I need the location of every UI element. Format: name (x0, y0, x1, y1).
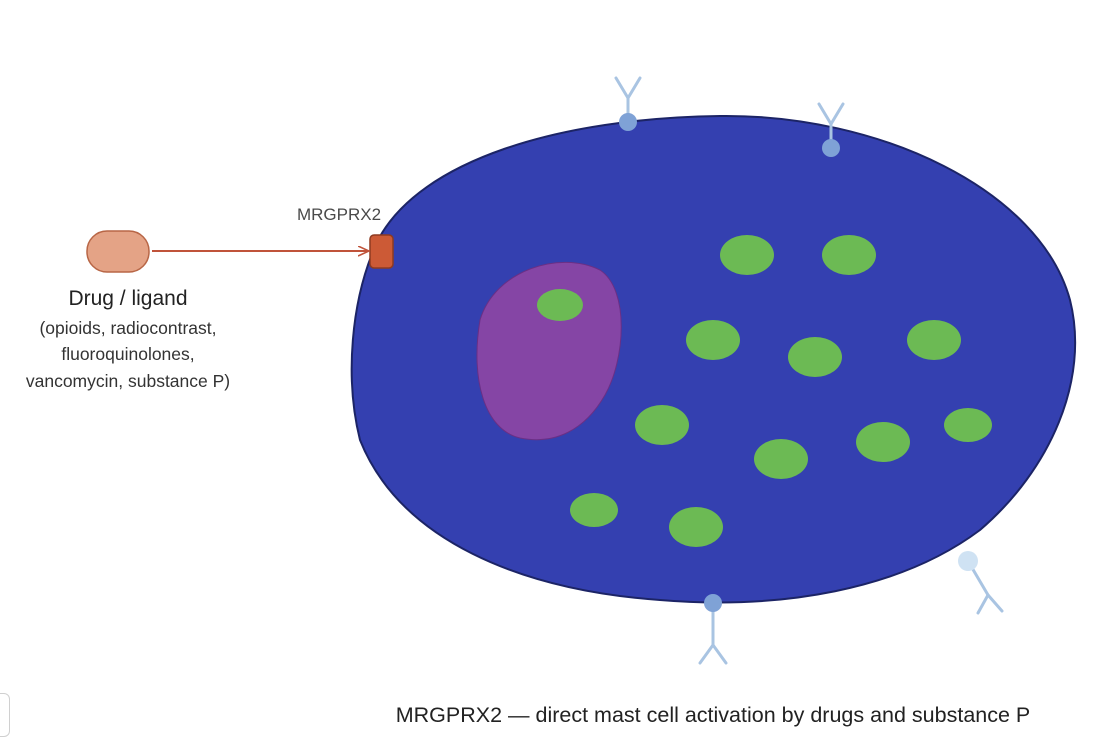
mrgprx2-receptor (369, 234, 394, 269)
ligand-detail-line: fluoroquinolones, (61, 344, 194, 364)
granules (537, 235, 992, 547)
ligand-detail-line: vancomycin, substance P) (26, 371, 230, 391)
receptor-label: MRGPRX2 (297, 205, 381, 224)
granule (944, 408, 992, 442)
granule (537, 289, 583, 321)
ligand-title: Drug / ligand (68, 287, 187, 310)
granule (822, 235, 876, 275)
granule (720, 235, 774, 275)
granule (856, 422, 910, 462)
ligand-pill (86, 230, 150, 273)
surface-antibody (958, 551, 1004, 615)
granule (754, 439, 808, 479)
granule (669, 507, 723, 547)
nucleus (476, 261, 622, 441)
granule (635, 405, 689, 445)
diagram-caption: MRGPRX2 — direct mast cell activation by… (396, 703, 1031, 727)
granule (686, 320, 740, 360)
granule (788, 337, 842, 377)
surface-antibody (817, 102, 845, 157)
collapsed-panel-handle[interactable] (0, 693, 10, 737)
surface-antibody (698, 594, 728, 665)
ligand-detail-line: (opioids, radiocontrast, (39, 318, 216, 338)
surface-antibody (614, 76, 642, 131)
granule (907, 320, 961, 360)
granule (570, 493, 618, 527)
